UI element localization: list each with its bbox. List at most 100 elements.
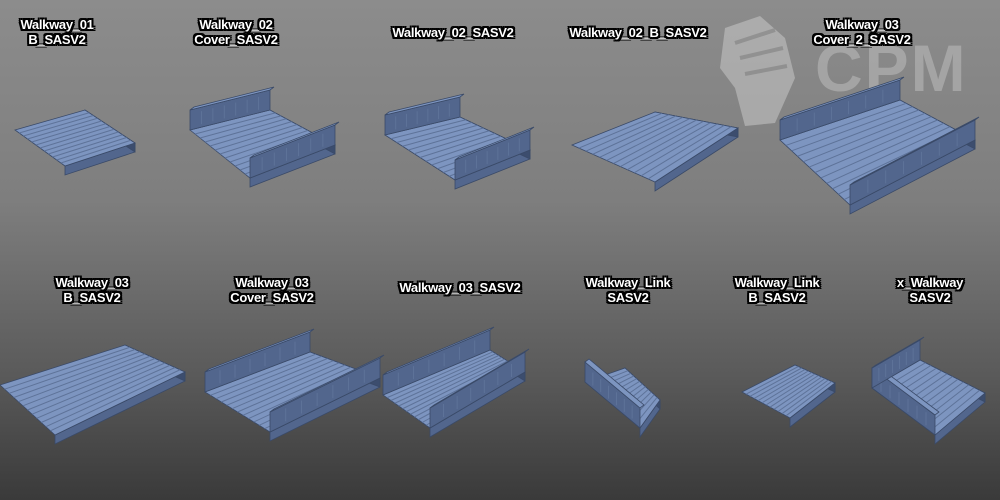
deck-plank-line xyxy=(27,358,156,411)
railing-top xyxy=(584,358,645,409)
railing-top xyxy=(779,76,905,121)
deck-plank-line xyxy=(797,109,919,157)
deck-plank-line xyxy=(237,364,346,413)
label-line: Walkway_Link xyxy=(585,275,671,290)
deck-plank-line xyxy=(45,367,176,428)
deck-plank-line xyxy=(613,119,697,164)
label-line: B_SASV2 xyxy=(63,290,121,305)
deck-plank-line xyxy=(27,117,98,140)
deck-plank-line xyxy=(214,124,298,151)
deck-plank-line xyxy=(204,118,287,143)
deck-plank-line xyxy=(647,126,732,180)
deck-plank-line xyxy=(808,116,932,168)
deck-top xyxy=(741,364,836,419)
deck-plank-line xyxy=(60,139,131,164)
deck-plank-line xyxy=(215,355,322,400)
label-line: Cover_SASV2 xyxy=(230,290,314,305)
deck-plank-line xyxy=(22,355,151,407)
deck-plank-line xyxy=(210,353,317,396)
deck-plank-line xyxy=(592,115,676,155)
deck-plank-line xyxy=(219,127,303,155)
deck-plank-line xyxy=(785,381,832,417)
deck-plank-line xyxy=(620,120,704,168)
deck-plank-line xyxy=(39,126,111,149)
deck-plank-line xyxy=(390,353,497,401)
label-line: Cover_2_SASV2 xyxy=(813,32,911,47)
label-line: B_SASV2 xyxy=(748,290,806,305)
label-line: Walkway_02_B_SASV2 xyxy=(569,25,707,40)
deck-plank-line xyxy=(633,123,718,174)
railing-top xyxy=(454,126,535,161)
model-label: Walkway_02_B_SASV2 xyxy=(569,25,707,40)
deck-plank-line xyxy=(52,134,123,158)
label-line: SASV2 xyxy=(909,290,951,305)
deck-plank-line xyxy=(50,369,181,432)
deck-plank-line xyxy=(773,376,822,410)
deck-plank-line xyxy=(23,115,94,137)
deck-plank-line xyxy=(803,112,926,163)
railing-top xyxy=(189,86,275,111)
label-line: B_SASV2 xyxy=(28,32,86,47)
label-line: Walkway_02 xyxy=(199,17,273,32)
label-line: Walkway_03_SASV2 xyxy=(399,280,521,295)
deck-plank-line xyxy=(402,358,505,410)
deck-plank-line xyxy=(814,119,938,173)
label-line: Walkway_03 xyxy=(825,17,899,32)
deck-plank-line xyxy=(221,358,328,403)
deck-plank-line xyxy=(18,353,146,403)
railing-top xyxy=(384,93,465,116)
label-line: SASV2 xyxy=(607,290,649,305)
deck-plank-line xyxy=(386,351,494,399)
deck-plank-line xyxy=(41,364,171,423)
deck-plank-line xyxy=(585,114,670,152)
deck-plank-line xyxy=(406,360,508,412)
deck-plank-line xyxy=(398,356,502,407)
deck-plank-line xyxy=(35,123,106,146)
railing-top xyxy=(429,348,530,409)
deck-plank-line xyxy=(396,122,472,143)
label-line: Walkway_02_SASV2 xyxy=(392,25,514,40)
deck-plank-line xyxy=(640,124,725,177)
deck-plank-line xyxy=(390,119,466,140)
deck-plank-line xyxy=(627,122,711,171)
deck-plank-line xyxy=(199,115,281,139)
deck-plank-line xyxy=(224,129,309,159)
deck-plank-line xyxy=(402,124,478,147)
deck-plank-line xyxy=(44,128,115,152)
deck-plank-line xyxy=(48,131,119,155)
deck-plank-line xyxy=(599,116,683,158)
deck-plank-line xyxy=(781,379,829,415)
label-line: Walkway_01 xyxy=(20,17,94,32)
deck-plank-line xyxy=(13,351,141,398)
deck-plank-line xyxy=(606,118,690,161)
deck-plank-line xyxy=(194,112,276,135)
deck-plank-line xyxy=(56,137,127,161)
deck-plank-line xyxy=(769,375,819,408)
railing-top xyxy=(849,116,980,186)
model-label: Walkway_02_SASV2 xyxy=(392,25,513,40)
deck-plank-line xyxy=(242,366,352,416)
deck-plank-line xyxy=(36,362,166,419)
railing-top xyxy=(249,121,340,159)
railing-top xyxy=(269,354,385,413)
railing-top xyxy=(382,326,495,376)
deck-plank-line xyxy=(929,389,980,432)
deck-plank-line xyxy=(761,372,812,404)
deck-plank-line xyxy=(820,122,944,179)
deck-plank-line xyxy=(226,360,334,406)
railing-top xyxy=(871,336,925,369)
deck-plank-line xyxy=(785,102,907,146)
railing-top xyxy=(204,328,315,373)
deck-plank-line xyxy=(578,112,663,149)
deck-plank-line xyxy=(757,370,809,402)
label-line: Walkway_Link xyxy=(734,275,820,290)
deck-plank-line xyxy=(745,366,799,395)
